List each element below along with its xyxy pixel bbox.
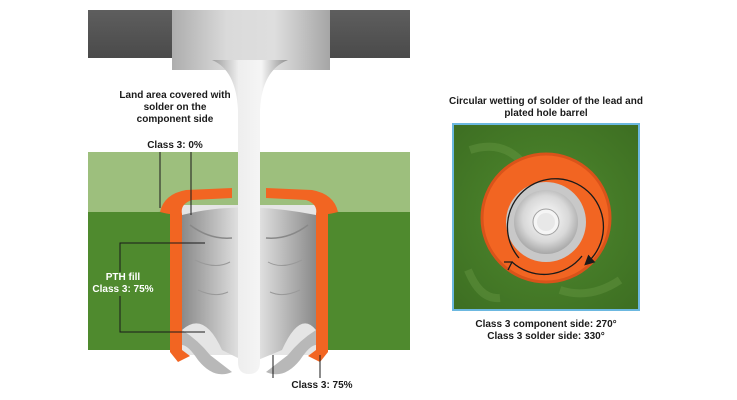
top-view-panel	[452, 123, 640, 311]
solder-side-label: Class 3 solder side: 330°	[487, 331, 605, 342]
land-area-label: Land area covered with solder on the com…	[119, 90, 231, 125]
circular-wetting-label: Circular wetting of solder of the lead a…	[449, 96, 643, 119]
class3-top-label: Class 3: 0%	[147, 140, 203, 151]
class3-bottom-label: Class 3: 75%	[291, 380, 353, 391]
pth-fill-label: PTH fill Class 3: 75%	[88, 272, 158, 296]
copper-plating	[160, 188, 338, 362]
component-body	[88, 10, 410, 70]
component-side-label: Class 3 component side: 270°	[475, 319, 617, 330]
component-lead	[212, 60, 288, 374]
